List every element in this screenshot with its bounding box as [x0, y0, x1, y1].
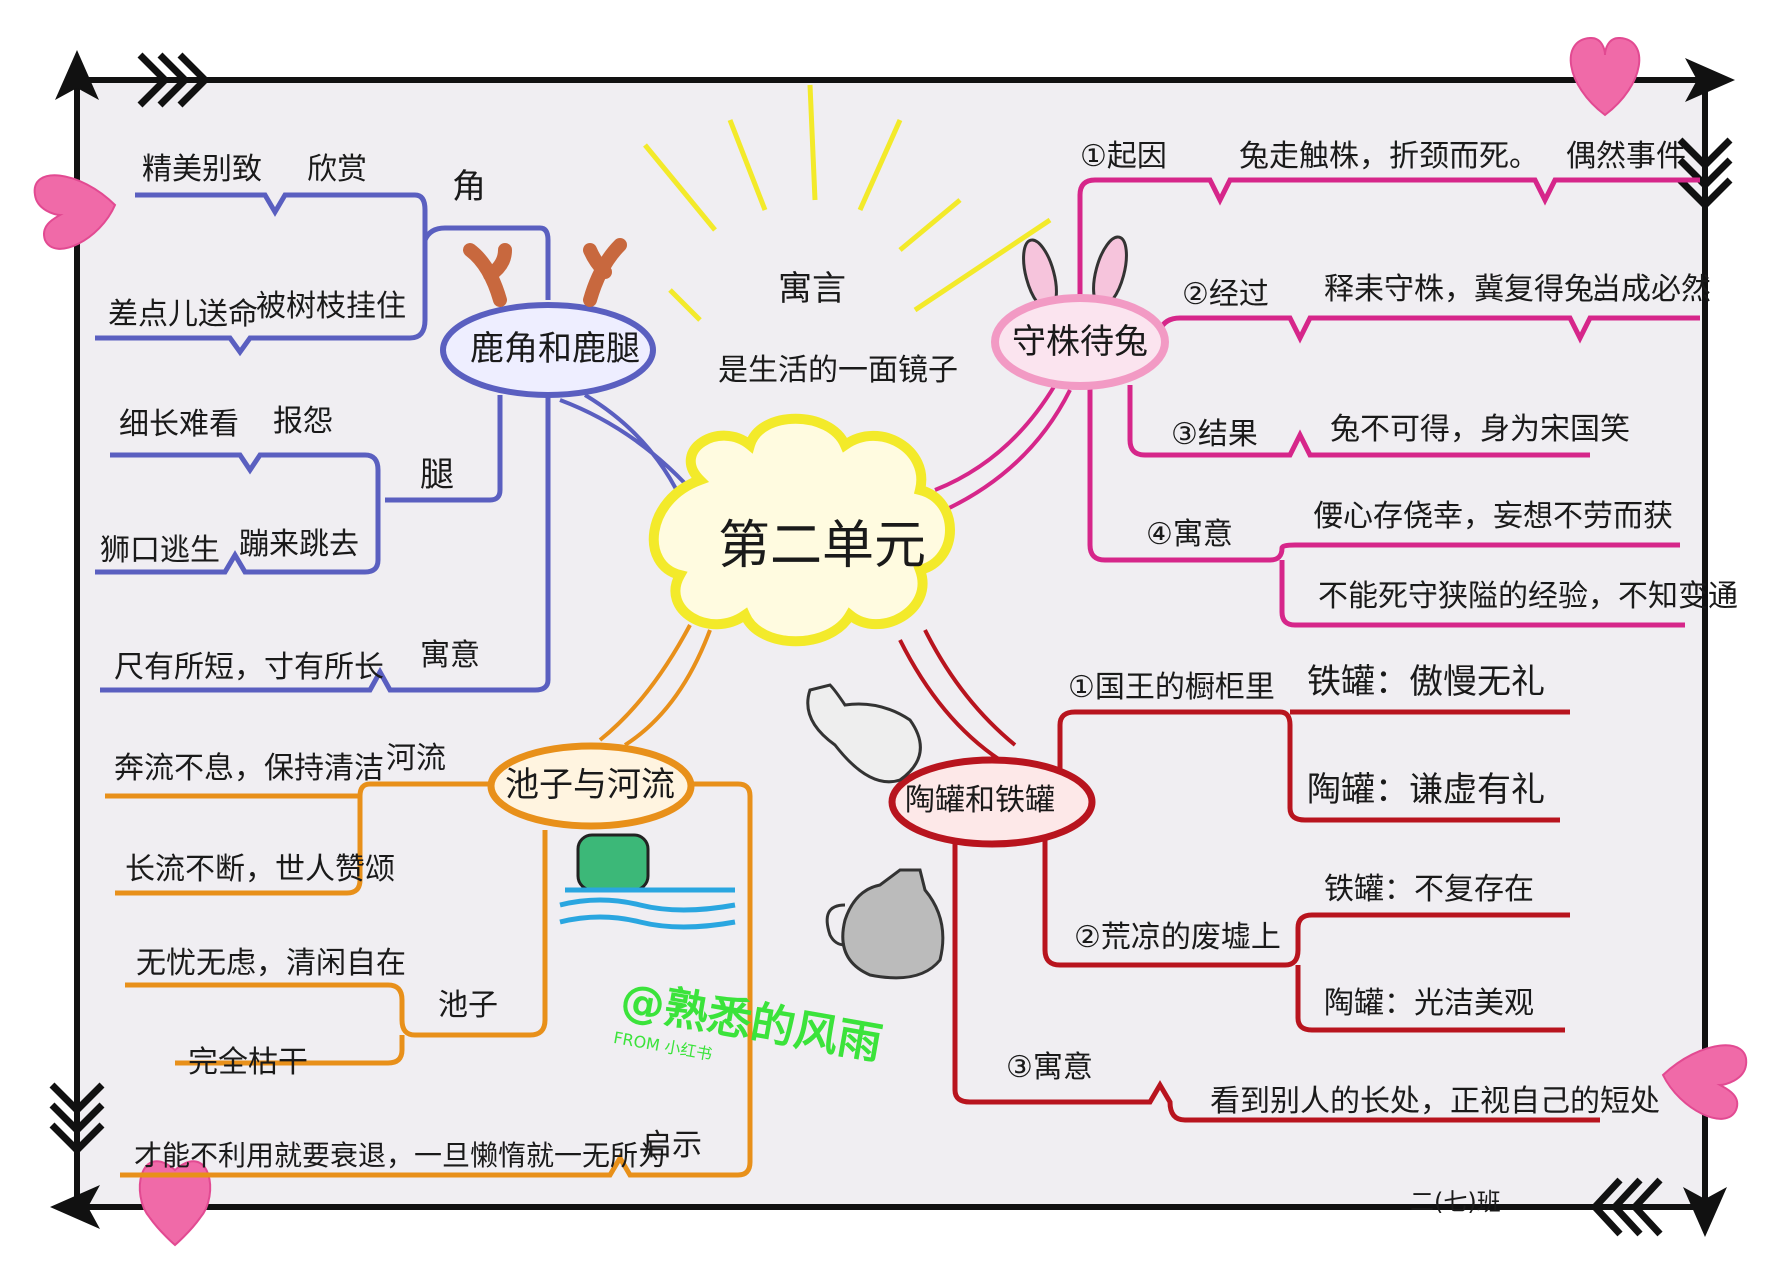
deer-horn-item: 差点儿送命 — [108, 297, 258, 332]
jars-ruins-label: ②荒凉的废墟上 — [1074, 920, 1281, 955]
pond-river-label: 河流 — [386, 741, 446, 776]
heart-decorations — [33, 36, 1748, 1247]
pond-drawing — [559, 833, 736, 930]
pond-lesson-text: 才能不利用就要衰退，一旦懒惰就一无所为 — [134, 1139, 667, 1172]
deer-node-oval — [440, 302, 656, 398]
heart-icon — [1661, 1044, 1748, 1120]
iron-jar-icon — [841, 868, 945, 980]
heart-icon — [1569, 36, 1641, 117]
pond-river-item: 长流不断，世人赞颂 — [125, 852, 395, 887]
deer-horn-item: 精美别致 — [142, 152, 262, 187]
paper-background — [77, 80, 1705, 1207]
heart-icon — [33, 174, 117, 250]
deer-horn-label: 角 — [452, 167, 486, 207]
jars-branch-lines — [952, 709, 1600, 1123]
deer-moral-label: 寓意 — [420, 638, 480, 673]
pond-pond-item: 完全枯干 — [188, 1045, 308, 1080]
rabbit-moral-item: 偠心存侥幸，妄想不劳而获 — [1313, 499, 1673, 534]
frame-arrows — [50, 50, 1735, 1237]
center-title: 第二单元 — [718, 516, 927, 576]
deer-moral-text: 尺有所短，寸有所长 — [114, 650, 384, 685]
pond-pond-item: 无忧无虑，清闲自在 — [136, 946, 406, 981]
jars-moral-text: 看到别人的长处，正视自己的短处 — [1210, 1084, 1660, 1119]
deer-leg-item: 蹦来跳去 — [239, 527, 359, 562]
center-top-label: 寓言 — [778, 269, 846, 309]
rabbit-moral-item: 不能死守狭隘的经验，不知变通 — [1318, 579, 1738, 614]
jars-ruins-item: 铁罐：不复存在 — [1324, 872, 1534, 907]
footer-class-name: 二(七)班 — [1410, 1188, 1501, 1216]
rabbit-process-label: ②经过 — [1182, 277, 1269, 312]
arrow-up-icon — [55, 50, 99, 100]
rabbit-cause-label: ①起因 — [1080, 139, 1167, 174]
rabbit-moral-label: ④寓意 — [1146, 517, 1233, 552]
antler-drawing — [463, 238, 627, 307]
center-top-subtitle: 是生活的一面镜子 — [718, 353, 958, 388]
jars-cupboard-item: 铁罐：傲慢无礼 — [1307, 662, 1545, 702]
arrow-left-icon — [50, 1185, 100, 1229]
pond-river-item: 奔流不息，保持清洁 — [114, 751, 384, 786]
deer-branch-lines — [95, 192, 551, 693]
center-cloud — [648, 413, 955, 647]
deer-horn-item: 被树枝挂住 — [256, 289, 406, 324]
clay-jar-icon — [806, 683, 922, 784]
deer-horn-item: 欣赏 — [307, 152, 367, 187]
rabbit-branch-lines — [1077, 177, 1700, 628]
pond-pond-label: 池子 — [438, 988, 498, 1023]
arrow-right-icon — [1685, 58, 1735, 102]
jars-ruins-item: 陶罐：光洁美观 — [1324, 986, 1534, 1021]
rabbit-node-title: 守株待兔 — [1012, 322, 1148, 362]
rabbit-cause-text: 兔走触株，折颈而死。 — [1239, 139, 1539, 174]
rabbit-process-text: 释耒守株，冀复得兔。 — [1324, 272, 1624, 307]
pond-lesson-label: 启示 — [642, 1128, 702, 1163]
heart-icon — [138, 1160, 212, 1247]
deer-leg-label: 腿 — [420, 455, 454, 495]
pond-branch-lines — [105, 781, 753, 1178]
deer-leg-item: 细长难看 — [119, 407, 239, 442]
rabbit-result-text: 兔不可得，身为宋国笑 — [1330, 412, 1630, 447]
jars-cupboard-item: 陶罐：谦虚有礼 — [1307, 770, 1545, 810]
sun-rays — [643, 84, 1052, 322]
pond-node-title: 池子与河流 — [505, 765, 675, 805]
deer-leg-item: 狮口逃生 — [100, 533, 220, 568]
chevron-decorations — [49, 52, 1733, 1237]
jar-drawings — [806, 683, 945, 980]
frame-border — [74, 77, 1708, 1210]
rabbit-process-note: 当成必然 — [1591, 272, 1711, 307]
jars-node-title: 陶罐和铁罐 — [905, 783, 1055, 818]
deer-leg-item: 报怨 — [273, 404, 333, 439]
pond-node-oval — [487, 742, 695, 830]
rabbit-cause-note: 偶然事件 — [1566, 139, 1686, 174]
jars-node-oval — [888, 756, 1096, 848]
jars-moral-label: ③寓意 — [1006, 1050, 1093, 1085]
rabbit-result-label: ③结果 — [1171, 417, 1258, 452]
arrow-down-icon — [1683, 1187, 1727, 1237]
deer-node-title: 鹿角和鹿腿 — [470, 329, 640, 369]
jars-cupboard-label: ①国王的橱柜里 — [1068, 670, 1275, 705]
rabbit-node-oval — [991, 294, 1169, 390]
